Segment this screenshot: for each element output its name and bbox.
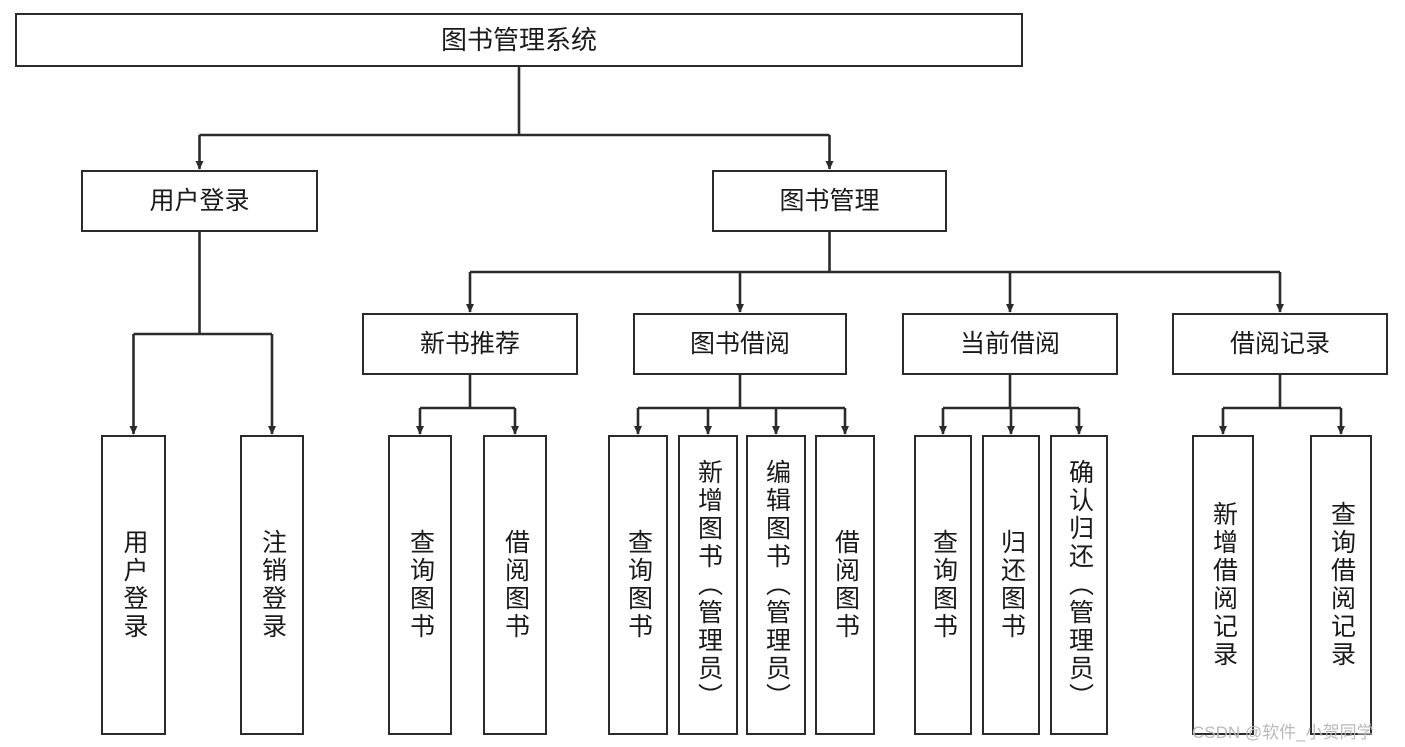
- node-root[interactable]: 图书管理系统: [15, 13, 1023, 67]
- node-leaf-borrow-lend[interactable]: 借阅图书: [815, 435, 875, 735]
- node-leaf-borrow-add[interactable]: 新增图书（管理员）: [678, 435, 738, 735]
- node-label: 用户登录: [149, 186, 250, 215]
- node-label: 查询借阅记录: [1327, 501, 1356, 669]
- node-label: 确认归还（管理员）: [1065, 459, 1094, 711]
- node-leaf-cur-query[interactable]: 查询图书: [914, 435, 972, 735]
- node-current-borrow[interactable]: 当前借阅: [902, 313, 1118, 375]
- node-label: 借阅记录: [1229, 329, 1330, 358]
- node-leaf-rec-search[interactable]: 查询借阅记录: [1310, 435, 1372, 735]
- node-label: 查询图书: [929, 529, 958, 641]
- node-label: 归还图书: [997, 529, 1026, 641]
- node-label: 用户登录: [120, 529, 148, 641]
- node-label: 图书管理: [779, 186, 880, 215]
- node-user-login[interactable]: 用户登录: [81, 170, 318, 232]
- node-borrow-record[interactable]: 借阅记录: [1172, 313, 1388, 375]
- node-leaf-borrow-edit[interactable]: 编辑图书（管理员）: [746, 435, 806, 735]
- node-leaf-cur-return[interactable]: 归还图书: [982, 435, 1040, 735]
- node-leaf-rec-add[interactable]: 新增借阅记录: [1192, 435, 1254, 735]
- node-label: 编辑图书（管理员）: [762, 459, 791, 711]
- node-label: 借阅图书: [831, 529, 860, 641]
- node-book-borrow[interactable]: 图书借阅: [633, 313, 847, 375]
- node-book-manage[interactable]: 图书管理: [712, 170, 947, 232]
- node-label: 查询图书: [406, 529, 435, 641]
- node-label: 新书推荐: [419, 329, 520, 358]
- node-leaf-rec-query[interactable]: 查询图书: [388, 435, 452, 735]
- node-leaf-borrow-query[interactable]: 查询图书: [608, 435, 668, 735]
- node-leaf-user-logout[interactable]: 注销登录: [240, 435, 304, 735]
- node-leaf-rec-borrow[interactable]: 借阅图书: [483, 435, 547, 735]
- node-leaf-user-login[interactable]: 用户登录: [101, 435, 166, 735]
- node-label: 借阅图书: [501, 529, 530, 641]
- node-label: 查询图书: [624, 529, 653, 641]
- node-label: 注销登录: [258, 529, 287, 641]
- node-label: 新增图书（管理员）: [694, 459, 723, 711]
- node-label: 新增借阅记录: [1209, 501, 1238, 669]
- node-label: 图书管理系统: [440, 24, 597, 55]
- node-new-book-rec[interactable]: 新书推荐: [362, 313, 578, 375]
- node-label: 图书借阅: [689, 329, 790, 358]
- node-leaf-cur-confirm[interactable]: 确认归还（管理员）: [1050, 435, 1108, 735]
- connector-lines: [129, 67, 1346, 435]
- node-label: 当前借阅: [959, 329, 1060, 358]
